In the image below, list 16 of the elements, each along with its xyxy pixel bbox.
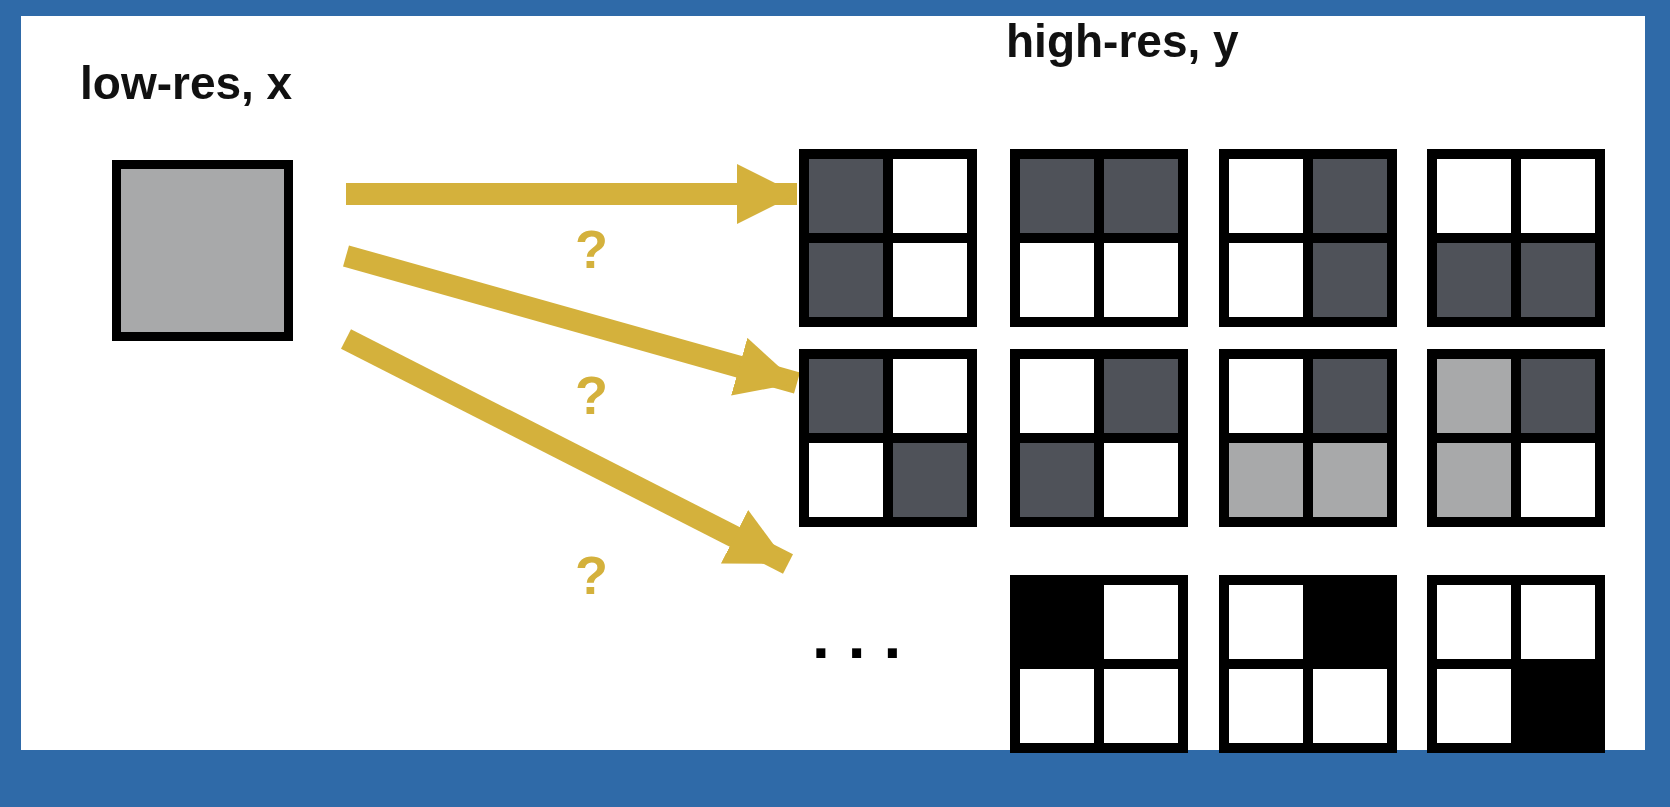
pixel-patch bbox=[1219, 349, 1397, 527]
arrow bbox=[346, 164, 797, 224]
pixel-patch bbox=[1427, 149, 1605, 327]
pixel-patch bbox=[799, 149, 977, 327]
pixel-patch bbox=[1427, 349, 1605, 527]
node-heading: low-res, x bbox=[80, 60, 293, 106]
arrow bbox=[343, 245, 800, 396]
pixel-patch bbox=[1219, 149, 1397, 327]
pixel-patch bbox=[1010, 349, 1188, 527]
ellipsis-label: ... bbox=[812, 604, 920, 668]
pixel-patch bbox=[1219, 575, 1397, 753]
pixel-patch bbox=[1010, 575, 1188, 753]
pixel-patch bbox=[799, 349, 977, 527]
pixel-patch bbox=[1427, 575, 1605, 753]
arrow bbox=[341, 329, 793, 574]
pixel-patch bbox=[1010, 149, 1188, 327]
